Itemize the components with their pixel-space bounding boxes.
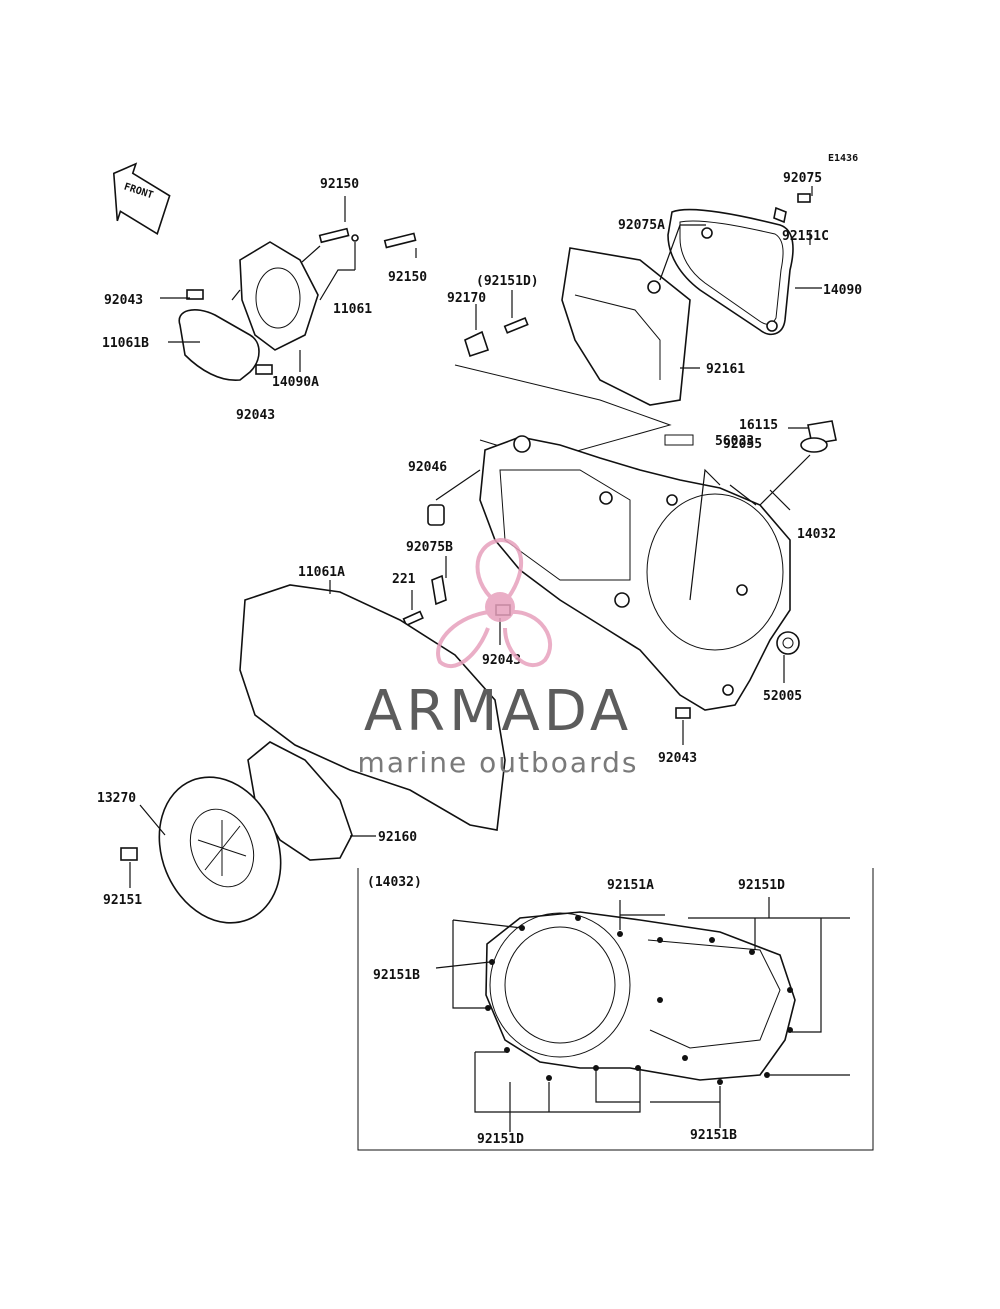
dowel-92043-a bbox=[186, 289, 204, 300]
cover-14090 bbox=[667, 208, 794, 336]
grommet-92075a bbox=[647, 280, 661, 294]
bolt-92151 bbox=[120, 847, 138, 861]
inset-label-92151a: 92151A bbox=[607, 878, 654, 893]
label-92075b: 92075B bbox=[406, 540, 453, 555]
label-92150: 92150 bbox=[388, 270, 427, 285]
seal-52005 bbox=[776, 631, 800, 655]
dowel-92046 bbox=[427, 504, 445, 526]
label-14090: 14090 bbox=[823, 283, 862, 298]
front-arrow-icon: FRONT bbox=[112, 162, 171, 236]
inset-label-92151b: 92151B bbox=[690, 1128, 737, 1143]
clutch-cover-14032 bbox=[402, 420, 837, 745]
cover-13270 bbox=[158, 776, 282, 924]
dowel-92043-d bbox=[675, 707, 691, 719]
gasket-11061b bbox=[178, 309, 260, 381]
label-92161: 92161 bbox=[706, 362, 745, 377]
lower-cover-group bbox=[120, 741, 376, 924]
label-52005: 52005 bbox=[763, 689, 802, 704]
clamp-92170 bbox=[464, 330, 490, 358]
bolt-92151c bbox=[797, 193, 811, 203]
watermark-brand: ARMADA bbox=[364, 679, 632, 744]
label-14032: 14032 bbox=[797, 527, 836, 542]
label-92075: 92075 bbox=[783, 171, 822, 186]
label-92151d: (92151D) bbox=[476, 274, 539, 289]
label-16115: 16115 bbox=[739, 418, 778, 433]
oring-92055 bbox=[800, 437, 828, 453]
label-11061: 11061 bbox=[333, 302, 372, 317]
label-11061a: 11061A bbox=[298, 565, 345, 580]
label-92151: 92151 bbox=[103, 893, 142, 908]
label-92043: 92043 bbox=[658, 751, 697, 766]
label-92043: 92043 bbox=[236, 408, 275, 423]
cover-92161 bbox=[561, 247, 691, 406]
label-56033: 56033 bbox=[715, 434, 754, 449]
label-11061b: 11061B bbox=[102, 336, 149, 351]
label-92151c: 92151C bbox=[782, 229, 829, 244]
label-14090a: 14090A bbox=[272, 375, 319, 390]
dowel-92043-b bbox=[255, 364, 273, 375]
label-92055: 92055 bbox=[723, 437, 762, 452]
armada-logo bbox=[436, 537, 552, 669]
bracket-92075b bbox=[431, 574, 447, 606]
label-92150: 92150 bbox=[320, 177, 359, 192]
inset-bolt-locations bbox=[357, 868, 874, 1151]
inset-title: (14032) bbox=[367, 875, 422, 890]
inset-label-92151d: 92151D bbox=[477, 1132, 524, 1147]
outer-cover-group bbox=[454, 186, 822, 461]
label-92046: 92046 bbox=[408, 460, 447, 475]
water-pump-cover-group bbox=[160, 196, 417, 381]
inset-label-92151b: 92151B bbox=[373, 968, 420, 983]
grommet-92075 bbox=[773, 206, 787, 224]
label-221: 221 bbox=[392, 572, 416, 587]
label-92043: 92043 bbox=[482, 653, 521, 668]
bolt-92150-b bbox=[383, 232, 417, 249]
diagram-code: E1436 bbox=[828, 153, 858, 164]
bolt-92150-a bbox=[318, 227, 350, 244]
inset-label-92151d: 92151D bbox=[738, 878, 785, 893]
watermark-tagline: marine outboards bbox=[358, 746, 639, 779]
label-92075a: 92075A bbox=[618, 218, 665, 233]
label-92170: 92170 bbox=[447, 291, 486, 306]
label-92043: 92043 bbox=[104, 293, 143, 308]
cover-14090a bbox=[239, 241, 319, 351]
label-13270: 13270 bbox=[97, 791, 136, 806]
label-92160: 92160 bbox=[378, 830, 417, 845]
